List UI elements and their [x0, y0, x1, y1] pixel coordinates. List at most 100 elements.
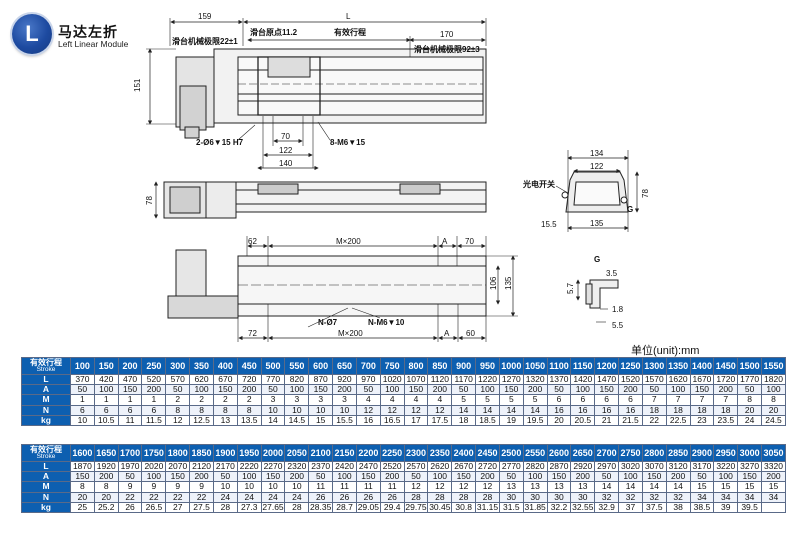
table-cell: 6 — [546, 394, 572, 406]
dim-5-7: 5.7 — [566, 282, 575, 294]
table-cell: 100 — [618, 471, 643, 483]
table-cell: 1420 — [570, 373, 596, 386]
table-cell: 50 — [355, 384, 381, 396]
table-cell: 8 — [165, 404, 191, 416]
table-cell: 2 — [212, 394, 238, 406]
table-cell: 150 — [117, 384, 143, 396]
table-cell: 150 — [212, 384, 238, 396]
stroke-value: 2200 — [355, 444, 381, 462]
table-cell: 14 — [522, 404, 548, 416]
table-cell: 2 — [236, 394, 262, 406]
table-cell: 7 — [641, 394, 667, 406]
table-cell: 18 — [689, 404, 715, 416]
stroke-value: 2250 — [379, 444, 405, 462]
stroke-value: 1600 — [70, 444, 95, 462]
table-cell: 2870 — [546, 460, 572, 473]
table-cell: 1 — [117, 394, 143, 406]
row-label: kg — [21, 501, 71, 513]
stroke-value: 2100 — [308, 444, 334, 462]
table-cell: 28 — [284, 501, 310, 513]
table-cell: 100 — [236, 471, 262, 483]
table-cell: 12 — [427, 404, 453, 416]
stroke-value: 900 — [451, 357, 477, 375]
table-cell: 34 — [737, 491, 763, 503]
table-cell: 2220 — [236, 460, 262, 473]
stroke-value: 1450 — [713, 357, 739, 375]
table-cell: 50 — [498, 471, 524, 483]
table-cell: 50 — [451, 384, 477, 396]
table-cell: 34 — [761, 491, 786, 503]
table-cell: 11.5 — [141, 414, 167, 426]
table-cell: 19.5 — [522, 414, 548, 426]
table-cell: 3270 — [737, 460, 763, 473]
table-cell: 10 — [260, 481, 286, 493]
table-cell: 3170 — [689, 460, 715, 473]
table-cell: 2720 — [475, 460, 500, 473]
table-cell: 4 — [403, 394, 429, 406]
table-cell: 1470 — [594, 373, 620, 386]
screw-hole-spec: 8-M6▼15 — [330, 138, 366, 147]
table-cell: 4 — [379, 394, 405, 406]
table-cell: 670 — [212, 373, 238, 386]
dim-78-side: 78 — [145, 196, 154, 205]
stroke-value: 550 — [284, 357, 310, 375]
dim-134: 134 — [590, 149, 604, 158]
table-cell: 32.2 — [546, 501, 572, 513]
table-cell: 15 — [308, 414, 334, 426]
table-cell: 3220 — [713, 460, 739, 473]
row-label: A — [21, 384, 71, 396]
stroke-value: 2900 — [689, 444, 715, 462]
detail-g-label: G — [594, 255, 600, 264]
table-cell: 3 — [308, 394, 334, 406]
table-cell: 200 — [189, 471, 214, 483]
stroke-value: 1650 — [93, 444, 119, 462]
table-cell: 12 — [355, 404, 381, 416]
table-cell: 27.65 — [260, 501, 286, 513]
table-cell: 50 — [403, 471, 429, 483]
table-cell: 22 — [117, 491, 143, 503]
table-cell: 9 — [165, 481, 191, 493]
module-badge: L — [12, 14, 52, 54]
table-cell: 2820 — [522, 460, 548, 473]
table-cell: 1720 — [713, 373, 739, 386]
table-cell: 2 — [165, 394, 191, 406]
row-label: N — [21, 491, 71, 503]
table-cell: 26 — [379, 491, 405, 503]
table-cell: 21.5 — [618, 414, 643, 426]
table-cell: 2 — [189, 394, 214, 406]
table-cell: 1 — [141, 394, 167, 406]
table-cell: 100 — [761, 384, 786, 396]
stroke-value: 1050 — [522, 357, 548, 375]
table-cell: 6 — [117, 404, 143, 416]
stroke-value: 2750 — [618, 444, 643, 462]
table-cell: 200 — [332, 384, 357, 396]
table-cell: 23.5 — [713, 414, 739, 426]
stroke-value: 950 — [475, 357, 500, 375]
stroke-value: 600 — [308, 357, 334, 375]
table-cell: 18.5 — [475, 414, 500, 426]
table-cell: 20 — [93, 491, 119, 503]
stroke-value: 200 — [117, 357, 143, 375]
table-cell: 14 — [618, 481, 643, 493]
dim-62: 62 — [248, 237, 257, 246]
table-cell: 100 — [570, 384, 596, 396]
table-cell: 10 — [70, 414, 95, 426]
row-label: M — [21, 481, 71, 493]
stroke-value: 500 — [260, 357, 286, 375]
stroke-value: 2800 — [641, 444, 667, 462]
table-cell: 870 — [308, 373, 334, 386]
bottom-view — [167, 236, 518, 342]
table-cell: 24 — [737, 414, 763, 426]
table-cell: 150 — [451, 471, 477, 483]
table-cell: 32.9 — [594, 501, 620, 513]
row-label: L — [21, 460, 71, 473]
table-cell: 3 — [260, 394, 286, 406]
dim-15-5: 15.5 — [541, 220, 557, 229]
dim-72: 72 — [248, 329, 257, 338]
table-cell: 200 — [761, 471, 786, 483]
table-cell: 1220 — [475, 373, 500, 386]
table-cell: 12 — [451, 481, 477, 493]
